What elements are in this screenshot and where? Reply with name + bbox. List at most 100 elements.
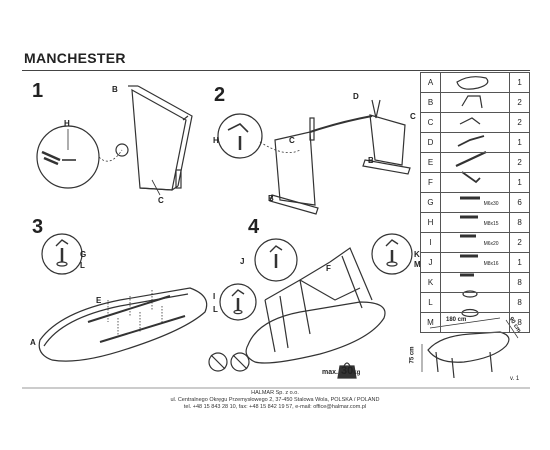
part-letter: M — [420, 312, 441, 333]
step-3-number: 3 — [32, 216, 44, 238]
bolt-icon: M8x15 — [439, 212, 511, 233]
step-4-detail-circle-left — [254, 238, 298, 282]
parts-row: H M8x15 8 — [420, 212, 530, 233]
no-solvents-icon — [208, 352, 228, 372]
step-2-detail-circle — [217, 113, 263, 159]
step-4-table — [245, 247, 386, 364]
step-4-detail-circle-lower — [219, 283, 257, 321]
footer-company: HALMAR Sp. z o.o. — [251, 390, 299, 396]
part-quantity: 1 — [509, 252, 530, 273]
label-l: L — [213, 305, 218, 314]
label-c-right: C — [410, 112, 416, 121]
part-letter: A — [420, 72, 441, 93]
step-4-detail-circle-right — [371, 233, 413, 275]
label-h: H — [213, 136, 219, 145]
step-1-leg-frame — [128, 85, 193, 191]
bolt-size-label: M6x30 — [483, 201, 499, 207]
bolt-size-label: M8x15 — [483, 221, 499, 227]
label-b-right: B — [368, 156, 374, 165]
screw-icon — [439, 272, 511, 293]
part-quantity: 1 — [509, 132, 530, 153]
parts-row: G M6x30 6 — [420, 192, 530, 213]
label-l: L — [80, 261, 85, 270]
parts-row: J M8x16 1 — [420, 252, 530, 273]
part-quantity: 6 — [509, 192, 530, 213]
step-2-frame — [269, 99, 411, 215]
screw-icon: M8x16 — [439, 252, 511, 273]
part-quantity: 2 — [509, 152, 530, 173]
product-title: MANCHESTER — [24, 50, 126, 66]
label-b: B — [112, 85, 118, 94]
part-quantity: 2 — [509, 112, 530, 133]
part-letter: G — [420, 192, 441, 213]
part-letter: E — [420, 152, 441, 173]
no-sharp-tools-icon — [230, 352, 250, 372]
bolt-icon: M6x20 — [439, 232, 511, 253]
weight-label: max. 30kg — [322, 365, 361, 377]
label-b-left: B — [268, 194, 274, 203]
header-divider — [22, 70, 530, 71]
bolt-icon: M6x30 — [439, 192, 511, 213]
part-quantity: 8 — [509, 292, 530, 313]
tabletop-icon — [439, 72, 511, 93]
rail-icon — [439, 152, 511, 173]
part-letter: K — [420, 272, 441, 293]
footer-address: ul. Centralnego Okręgu Przemysłowego 2, … — [170, 397, 380, 403]
step-3-detail-circle — [41, 233, 83, 275]
step-3-tabletop — [38, 287, 208, 362]
bracket-icon — [439, 112, 511, 133]
part-letter: H — [420, 212, 441, 233]
label-i: I — [213, 292, 216, 301]
part-quantity: 8 — [509, 272, 530, 293]
label-j: J — [240, 257, 245, 266]
washer-icon — [439, 312, 511, 333]
part-letter: F — [420, 172, 441, 193]
label-a: A — [30, 338, 36, 347]
label-m: M — [414, 260, 421, 269]
part-letter: D — [420, 132, 441, 153]
part-quantity: 8 — [509, 312, 530, 333]
footer-contact: tel. +48 15 843 28 10, fax: +48 15 842 1… — [183, 404, 367, 410]
step-2-number: 2 — [214, 84, 226, 106]
step-1-number: 1 — [32, 80, 44, 102]
version-label: v. 1 — [510, 376, 520, 382]
part-letter: I — [420, 232, 441, 253]
part-quantity: 2 — [509, 232, 530, 253]
parts-row: I M6x20 2 — [420, 232, 530, 253]
label-f: F — [326, 264, 331, 273]
part-letter: C — [420, 112, 441, 133]
part-letter: J — [420, 252, 441, 273]
part-letter: B — [420, 92, 441, 113]
dimension-height: 75 cm — [409, 346, 416, 364]
part-quantity: 1 — [509, 172, 530, 193]
bent-bar-icon — [439, 132, 511, 153]
label-g: G — [80, 250, 87, 259]
part-quantity: 1 — [509, 72, 530, 93]
part-quantity: 8 — [509, 212, 530, 233]
part-quantity: 2 — [509, 92, 530, 113]
washer-icon — [439, 292, 511, 313]
bolt-size-label: M6x20 — [483, 241, 499, 247]
step-4-number: 4 — [248, 216, 260, 238]
bolt-size-label: M8x16 — [483, 261, 499, 267]
step-1-zoom-point — [115, 143, 129, 157]
allen-key-icon — [439, 172, 511, 193]
label-k: K — [414, 250, 420, 259]
label-h: H — [64, 119, 70, 128]
part-letter: L — [420, 292, 441, 313]
step-1-bracket — [41, 150, 61, 166]
label-d: D — [353, 92, 359, 101]
label-c-left: C — [289, 136, 295, 145]
leg-frame-icon — [439, 92, 511, 113]
label-e: E — [96, 296, 102, 305]
